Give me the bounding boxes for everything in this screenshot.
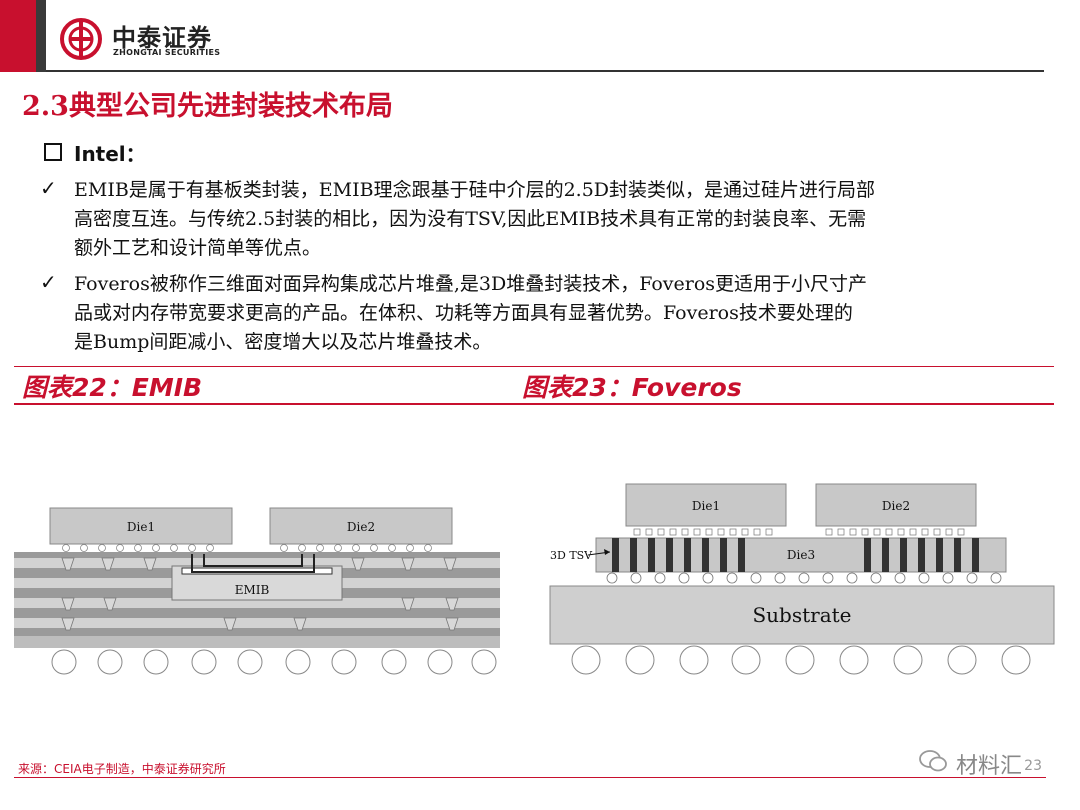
foveros-die2-label: Die2 — [882, 499, 910, 513]
foveros-substrate-label: Substrate — [752, 603, 851, 627]
paragraph-line: 高密度互连。与传统2.5封装的相比，因为没有TSV,因此EMIB技术具有正常的封… — [74, 208, 867, 230]
emib-diagram: EMIB Die1 Die2 — [14, 507, 500, 675]
logo-chinese-name: 中泰证券 — [112, 24, 212, 52]
watermark-text: 材料汇 — [956, 754, 1023, 779]
intel-heading: Intel： — [74, 142, 146, 166]
paragraph-line: 额外工艺和设计简单等优点。 — [74, 237, 322, 259]
bullet-paragraph-foveros: Foveros被称作三维面对面异构集成芯片堆叠,是3D堆叠封装技术，Fovero… — [74, 270, 1042, 357]
paragraph-line: 是Bump间距减小、密度增大以及芯片堆叠技术。 — [74, 331, 492, 353]
figure-23-label: 图表23：Foveros — [522, 373, 742, 402]
header-dark-bar — [36, 0, 46, 72]
wechat-icon — [919, 750, 947, 772]
paragraph-line: Foveros被称作三维面对面异构集成芯片堆叠,是3D堆叠封装技术，Fovero… — [74, 273, 868, 295]
foveros-tsv-label: 3D TSV — [550, 549, 593, 562]
figure-22-underline — [14, 403, 514, 405]
logo-english-name: ZHONGTAI SECURITIES — [113, 48, 221, 57]
company-logo: 中泰证券 ZHONGTAI SECURITIES — [60, 14, 260, 64]
bullet-paragraph-emib: EMIB是属于有基板类封装，EMIB理念跟基于硅中介层的2.5D封装类似，是通过… — [74, 176, 1042, 263]
check-icon: ✓ — [40, 270, 57, 294]
foveros-die1-label: Die1 — [692, 499, 720, 513]
header-red-bar — [0, 0, 36, 72]
paragraph-line: EMIB是属于有基板类封装，EMIB理念跟基于硅中介层的2.5D封装类似，是通过… — [74, 179, 876, 201]
header-divider — [46, 70, 1044, 72]
square-bullet-icon — [44, 143, 62, 161]
source-note: 来源：CEIA电子制造，中泰证券研究所 — [18, 762, 226, 776]
section-title: 2.3典型公司先进封装技术布局 — [22, 91, 393, 122]
paragraph-line: 品或对内存带宽要求更高的产品。在体积、功耗等方面具有显著优势。Foveros技术… — [74, 302, 853, 324]
emib-bridge-label: EMIB — [235, 583, 270, 597]
check-icon: ✓ — [40, 176, 57, 200]
footer-divider — [14, 777, 1046, 778]
figure-23-underline — [514, 403, 1054, 405]
logo-mark-icon — [60, 18, 102, 60]
figure-22-label: 图表22：EMIB — [22, 373, 203, 402]
emib-die1-label: Die1 — [127, 520, 155, 534]
page-number: 23 — [1024, 758, 1042, 774]
foveros-diagram: Die1 Die2 Die3 3D TSV Substrate — [549, 483, 1055, 675]
figure-top-rule — [14, 366, 1054, 367]
emib-die2-label: Die2 — [347, 520, 375, 534]
foveros-die3-label: Die3 — [787, 548, 815, 562]
